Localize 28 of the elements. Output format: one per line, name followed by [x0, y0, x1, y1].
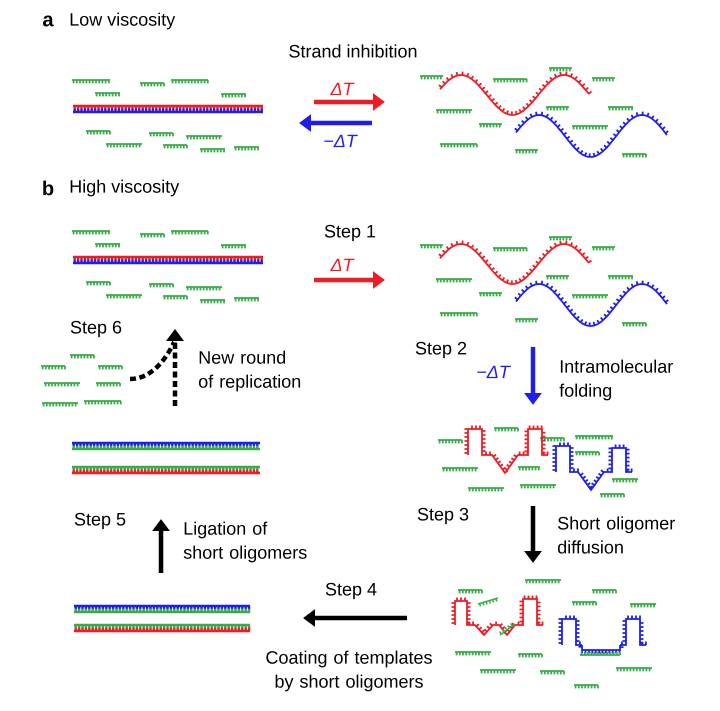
step-description: Intramolecular folding	[559, 360, 673, 400]
coated-strands-drawing	[450, 579, 657, 690]
edge-label: −ΔT	[324, 134, 358, 148]
step-label: Step 5	[74, 512, 126, 530]
dna-duplexes-drawing	[70, 442, 262, 474]
panel-letter: a	[43, 16, 54, 26]
step-description: New round of replication	[198, 350, 300, 392]
edge-label: ΔT	[330, 258, 355, 272]
dna-duplex-drawing	[71, 79, 264, 154]
folded-strands-drawing	[437, 424, 639, 498]
panel-letter: b	[43, 180, 54, 196]
panel-title: Low viscosity	[70, 12, 176, 30]
dna-duplexes-drawing	[72, 604, 252, 632]
oligomers-drawing	[40, 354, 123, 408]
step-label: Step 1	[324, 224, 376, 242]
step-label: Step 4	[326, 582, 376, 600]
separated-strands-drawing	[419, 236, 670, 328]
step-description: Ligation of short oligomers	[184, 522, 307, 562]
step-label: Step 6	[70, 320, 122, 338]
step-label: Step 3	[418, 508, 468, 524]
edge-label: ΔT	[330, 82, 355, 96]
separated-strands-drawing	[419, 67, 670, 158]
dna-duplex-drawing	[71, 230, 264, 304]
panel-title: High viscosity	[70, 180, 180, 196]
edge-label: −ΔT	[477, 366, 511, 378]
step-description: Short oligomer diffusion	[558, 516, 675, 554]
process-label: Strand inhibition	[289, 44, 416, 58]
step-description: Coating of templates by short oligomers	[266, 650, 432, 692]
